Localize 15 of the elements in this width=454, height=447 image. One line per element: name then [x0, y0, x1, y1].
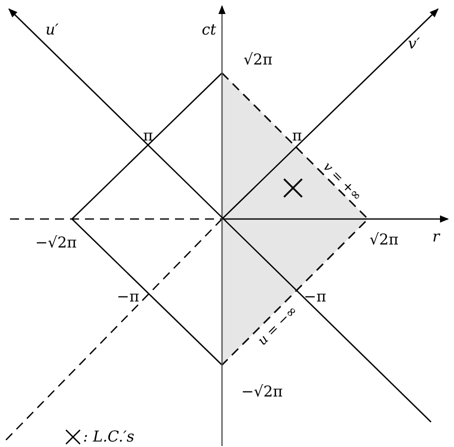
tick-label: −π: [304, 290, 326, 304]
boundary-label: u = −∞: [256, 304, 300, 348]
axis-label: v′: [408, 36, 420, 52]
tick-label: −√2π: [35, 236, 77, 250]
axis-label: ct: [202, 22, 216, 38]
legend-label: : L.C.′s: [83, 430, 134, 444]
tick-label: −π: [116, 290, 140, 304]
axis-label: u′: [45, 22, 59, 38]
tick-label: π: [143, 128, 153, 144]
axis-label: r: [432, 230, 440, 244]
tick-label: −√2π: [241, 384, 283, 400]
tick-label: π: [292, 128, 302, 144]
tick-label: √2π: [370, 232, 398, 248]
tick-label: √2π: [244, 52, 272, 68]
boundary-label: v = +∞: [320, 160, 364, 204]
